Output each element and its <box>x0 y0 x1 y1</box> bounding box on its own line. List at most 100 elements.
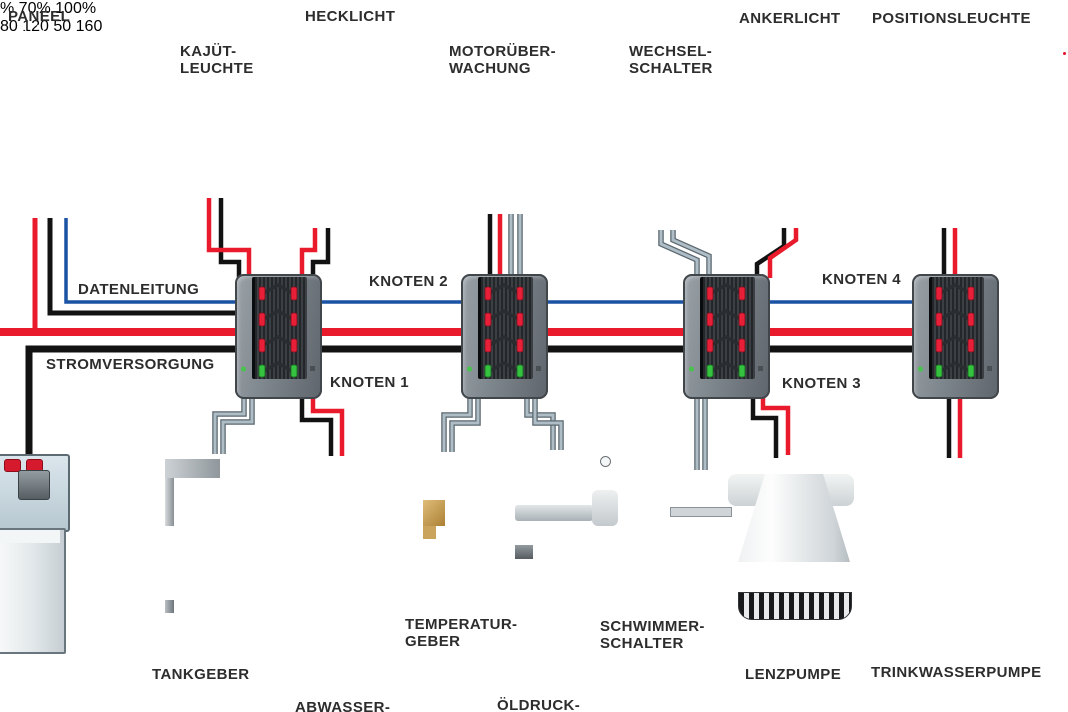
label-lenzpumpe: LENZPUMPE <box>745 666 842 683</box>
label-motorueberwachung: MOTORÜBER-WACHUNG <box>449 42 557 77</box>
label-knoten-1: KNOTEN 1 <box>330 374 410 391</box>
wire-wastepump-red <box>310 396 345 456</box>
node-knoten-2 <box>461 274 548 399</box>
node-leds <box>466 283 541 378</box>
wire-temp-gray1 <box>442 396 472 452</box>
label-oeldruckgeber: ÖLDRUCK-GEBER <box>497 696 581 712</box>
engine-monitor: 80 120 50 160 <box>0 18 103 50</box>
dial-number: 120 <box>22 18 49 35</box>
sender-stem <box>165 478 174 526</box>
battery-body <box>0 528 66 654</box>
wire-sternlight-red <box>299 228 318 280</box>
label-kajuetleuchte: KAJÜT-LEUCHTE <box>180 42 254 77</box>
pump-dome <box>728 448 804 474</box>
wire-oil-gray2 <box>533 396 563 450</box>
battery <box>0 452 70 654</box>
sender-tip <box>165 600 174 613</box>
wire-oil-gray1 <box>525 396 555 450</box>
gauge-dial: 80 120 50 160 <box>0 18 103 50</box>
pump-ring <box>908 542 1000 555</box>
dial-number: 160 <box>75 18 103 35</box>
sender-tip <box>423 526 436 539</box>
wire-cabinlight-red <box>206 198 252 280</box>
node-leds <box>240 283 315 378</box>
label-tankgeber: TANKGEBER <box>152 666 250 683</box>
pump-motor-label <box>908 555 944 653</box>
sender-flange <box>515 505 593 521</box>
label-trinkwasserpumpe: TRINKWASSERPUMPE <box>871 664 1042 681</box>
float-switch <box>592 450 732 526</box>
node-leds <box>917 283 992 378</box>
sender-collar <box>165 459 220 478</box>
label-knoten-3: KNOTEN 3 <box>782 375 862 392</box>
label-datenleitung: DATENLEITUNG <box>78 281 200 298</box>
battery-cap <box>4 459 21 472</box>
label-positionsleuchte: POSITIONSLEUCHTE <box>872 10 1031 27</box>
wire-wastepump-black <box>299 396 334 456</box>
battery-body-band <box>0 530 60 543</box>
label-wechselschalter: WECHSEL-SCHALTER <box>629 42 713 77</box>
float-switch-bracket <box>592 456 618 526</box>
wire-temp-gray2 <box>450 396 480 452</box>
wire-switch-gray1 <box>659 230 699 278</box>
wire-panel-negative <box>47 218 245 316</box>
pump-head-plate <box>298 448 380 460</box>
bracket-hole <box>600 456 611 467</box>
label-temperaturgeber: TEMPERATUR-GEBER <box>405 615 518 650</box>
label-hecklicht: HECKLICHT <box>305 8 396 25</box>
bilge-pump <box>728 448 858 620</box>
waste-water-pump <box>298 448 382 660</box>
label-abwasserpumpe: ABWASSER-PUMPE <box>295 698 391 712</box>
label-ankerlicht: ANKERLICHT <box>739 10 841 27</box>
float-switch-base <box>670 507 732 517</box>
battery-terminal <box>18 470 50 500</box>
wire-bilgepump-red <box>760 396 791 455</box>
node-knoten-3 <box>683 274 770 399</box>
sender-cap <box>421 444 448 470</box>
fresh-water-pump <box>908 448 1008 664</box>
dial-number: 50 <box>53 18 72 35</box>
label-schwimmerschalter: SCHWIMMER-SCHALTER <box>600 617 705 652</box>
panel-lcd: % 70% 100% <box>0 0 1068 18</box>
charge-level-readout: % 70% 100% <box>0 0 97 17</box>
label-stromversorgung: STROMVERSORGUNG <box>46 356 215 373</box>
pump-port <box>908 504 946 542</box>
sender-flange <box>165 448 245 459</box>
sender-taper <box>423 500 445 526</box>
gauge-ticks <box>8 24 60 50</box>
gauge-bezel: 80 120 50 160 <box>0 18 103 50</box>
panel-display-bezel: % 70% 100% <box>0 0 1068 55</box>
wire-tank-gray1 <box>213 396 246 454</box>
sender-hex <box>423 468 459 500</box>
wire-data-bus <box>64 218 953 304</box>
node-leds <box>688 283 763 378</box>
wire-negative-bus <box>25 345 955 482</box>
tank-level-sender <box>165 448 250 620</box>
pump-head <box>298 460 366 500</box>
pump-ring <box>298 534 372 545</box>
wire-cabinlight-black <box>218 198 242 280</box>
pump-motor-label <box>298 545 330 649</box>
sender-float <box>165 526 205 600</box>
wire-tank-gray2 <box>221 396 254 454</box>
pump-head-plate <box>908 448 1006 462</box>
sender-tip <box>515 545 533 559</box>
sender-thread <box>515 521 549 545</box>
wire-switch-gray2 <box>671 230 711 278</box>
temperature-sender <box>423 446 463 544</box>
wire-anchorlight-red <box>767 228 799 278</box>
pump-port <box>298 500 332 534</box>
label-paneel: PANEEL <box>8 8 71 25</box>
dial-number: 80 <box>0 18 18 35</box>
control-panel: % 70% 100% <box>0 0 1068 55</box>
wire-bilgepump-black <box>750 396 779 458</box>
sender-cap <box>515 444 555 457</box>
label-knoten-2: KNOTEN 2 <box>369 273 449 290</box>
pump-strainer <box>738 592 852 620</box>
wire-sternlight-black <box>310 228 331 280</box>
sender-body <box>515 457 573 505</box>
label-knoten-4: KNOTEN 4 <box>822 271 902 288</box>
panel-indicator-led <box>1063 52 1066 55</box>
